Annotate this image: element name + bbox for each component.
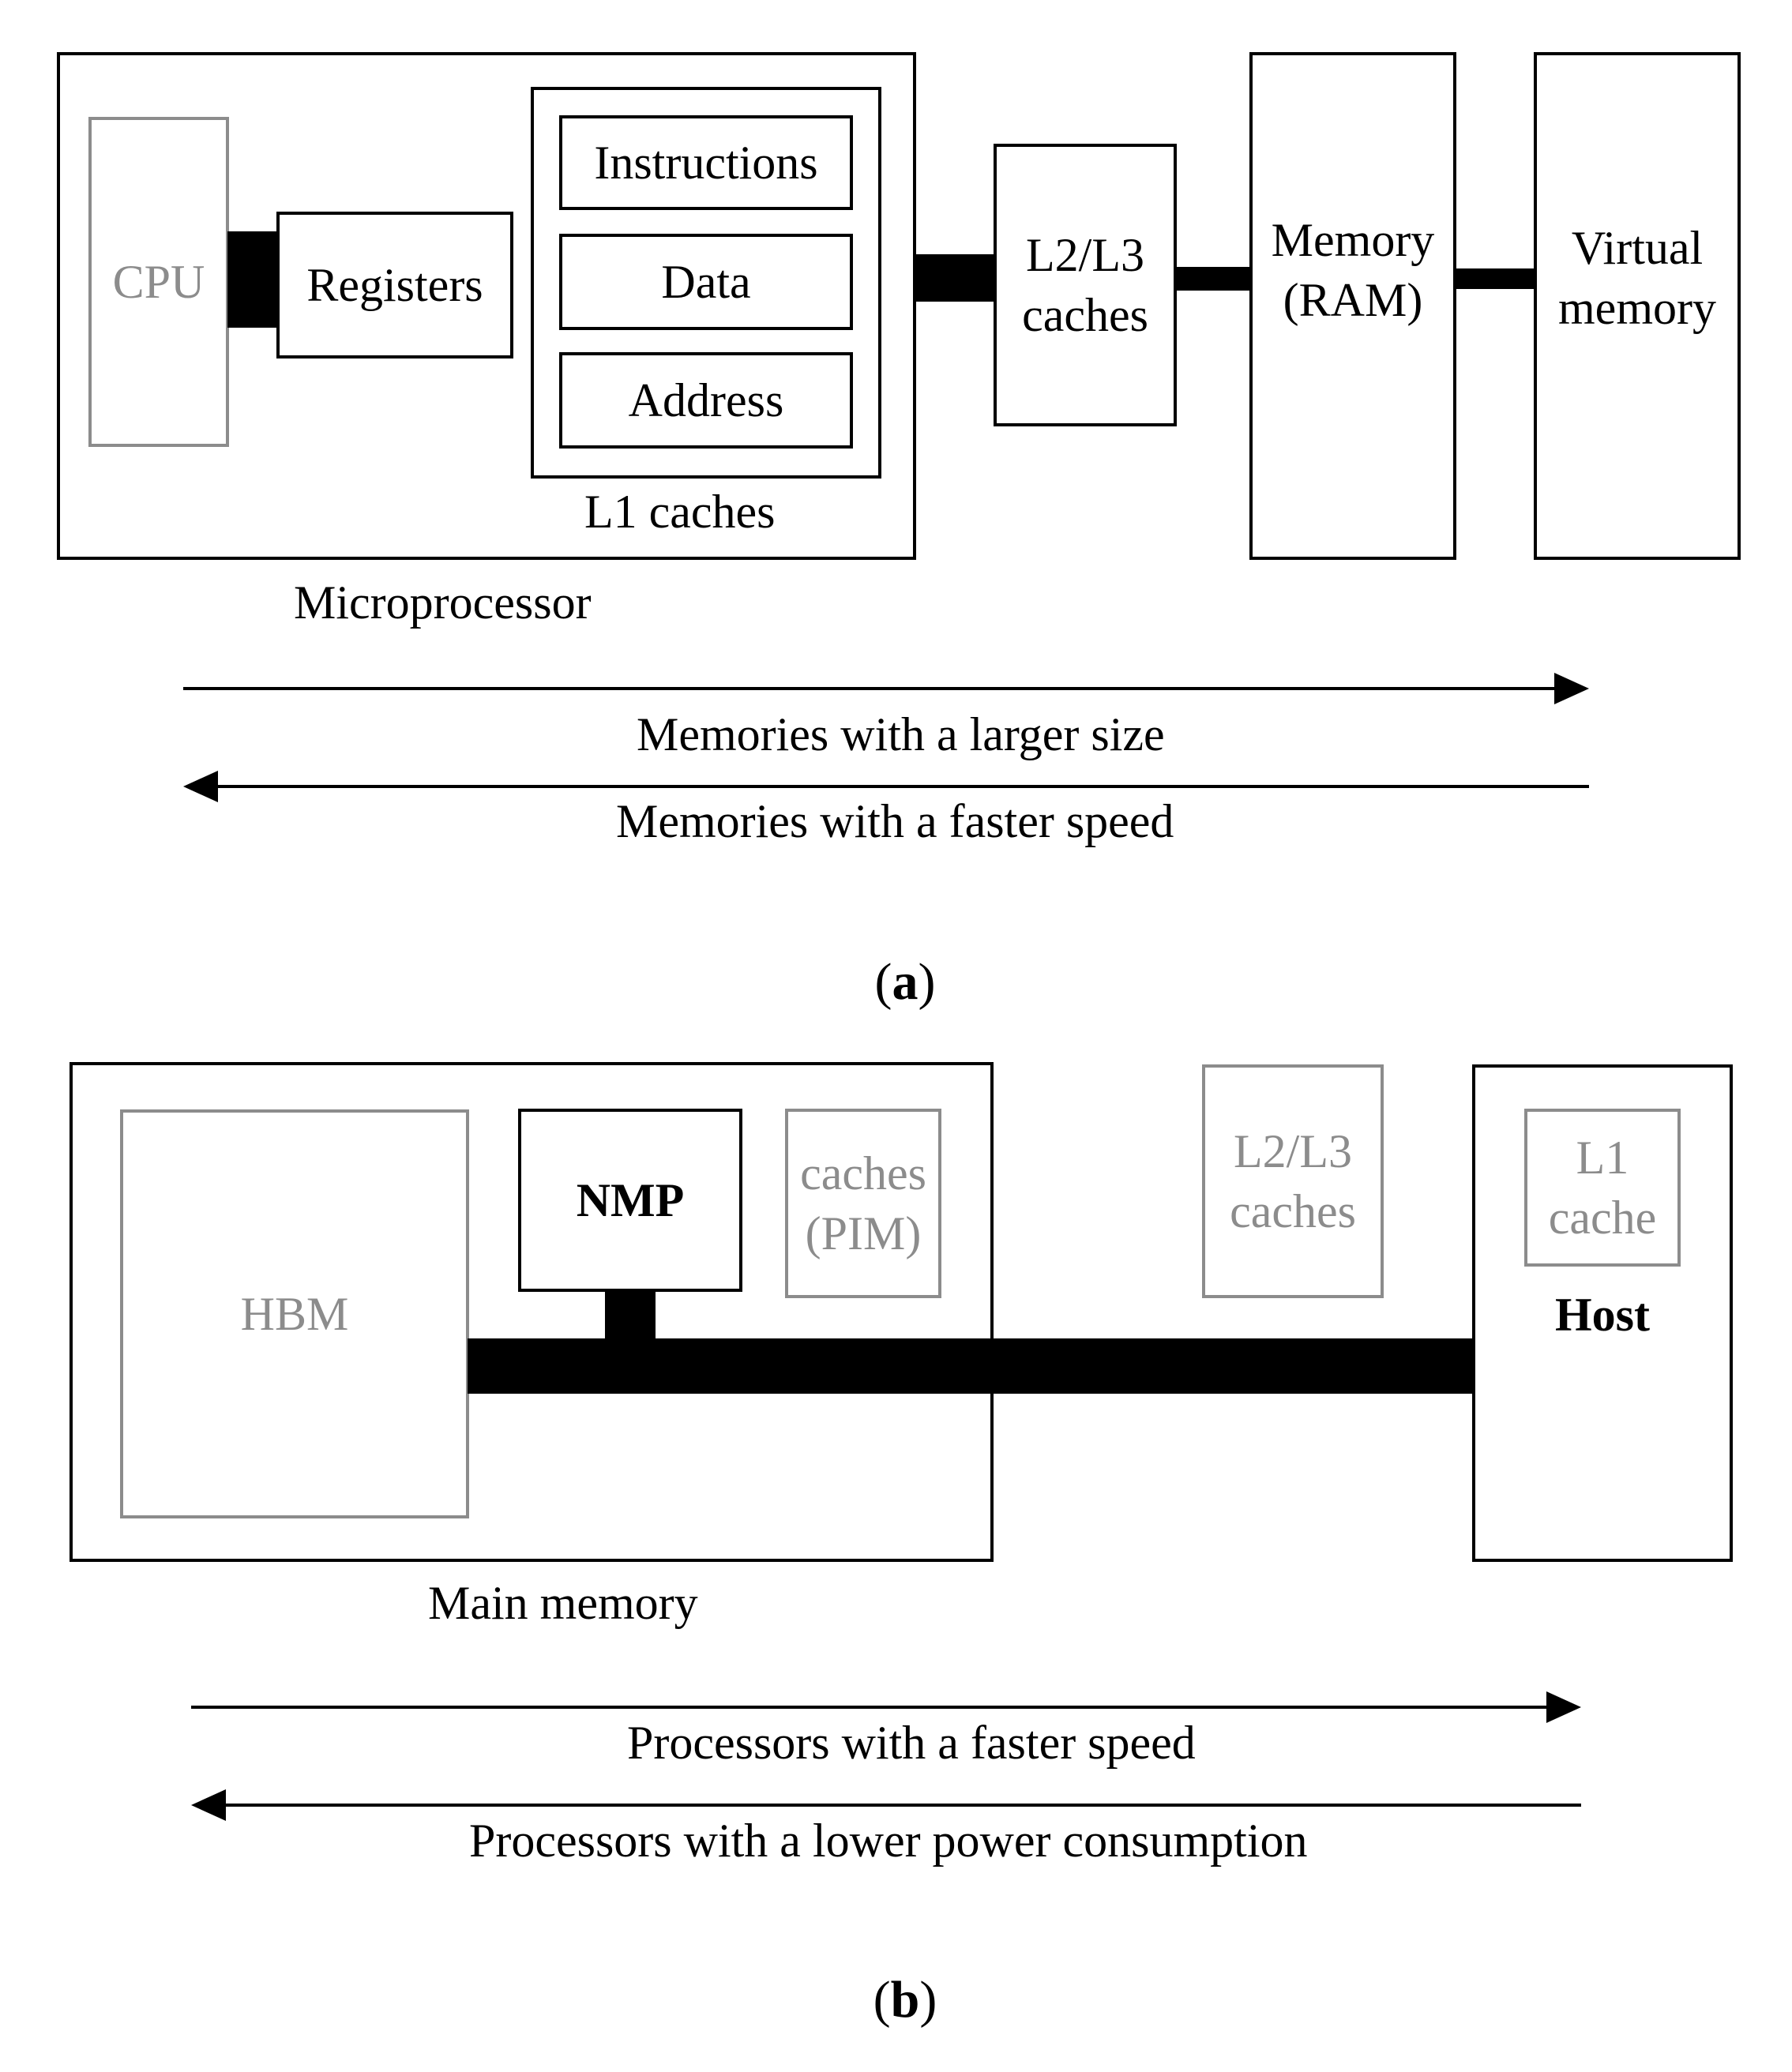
l1-instructions-label: Instructions <box>594 137 818 189</box>
l2l3-label-a: L2/L3 caches <box>1022 229 1148 341</box>
micro-l2-connector <box>915 254 995 302</box>
l1-instructions-box <box>559 115 853 210</box>
pim-caches-box <box>785 1109 941 1298</box>
cpu-label: CPU <box>112 256 205 308</box>
l1-address-label: Address <box>628 374 784 426</box>
l1-caches-label: L1 caches <box>584 486 776 538</box>
pim-caches-label: caches (PIM) <box>800 1147 926 1259</box>
l1-cache-box-b <box>1524 1109 1681 1267</box>
memory-label: Memory (RAM) <box>1271 214 1435 326</box>
l1-data-box <box>559 234 853 330</box>
nmp-bus-connector <box>605 1290 656 1342</box>
arrow-right-label-a: Memories with a larger size <box>637 708 1165 760</box>
l1-data-label: Data <box>661 256 751 308</box>
hbm-box <box>120 1109 469 1518</box>
caption-a: (a) <box>874 953 936 1011</box>
arrow-left-b <box>191 1789 1581 1821</box>
caption-a-letter: a <box>892 953 919 1011</box>
arrow-right-b <box>191 1691 1581 1723</box>
memory-virtual-connector <box>1455 268 1535 289</box>
registers-box <box>276 212 513 358</box>
arrow-left-label-a: Memories with a faster speed <box>616 795 1174 847</box>
virtual-memory-label: Virtual memory <box>1558 222 1716 334</box>
l1-address-box <box>559 352 853 449</box>
arrow-right-a <box>183 673 1589 704</box>
host-box <box>1472 1064 1733 1562</box>
l2l3-box-b <box>1202 1064 1384 1298</box>
caption-b: (b) <box>873 1971 937 2029</box>
memory-host-bus <box>468 1338 1475 1394</box>
registers-label: Registers <box>306 259 483 311</box>
l1-cache-label-b: L1 cache <box>1548 1132 1657 1244</box>
microprocessor-label: Microprocessor <box>294 576 592 629</box>
l1-caches-box <box>531 87 881 479</box>
microprocessor-box <box>57 52 916 560</box>
virtual-memory-box <box>1534 52 1741 560</box>
l2l3-label-b: L2/L3 caches <box>1230 1125 1356 1237</box>
host-label: Host <box>1555 1289 1650 1341</box>
arrow-left-a <box>183 771 1589 802</box>
nmp-label: NMP <box>576 1174 685 1226</box>
main-memory-box <box>70 1062 994 1562</box>
hbm-label: HBM <box>240 1288 349 1340</box>
l2-memory-connector <box>1175 267 1251 291</box>
cpu-registers-connector <box>227 231 278 328</box>
main-memory-label: Main memory <box>428 1577 698 1629</box>
caption-b-letter: b <box>890 1971 920 2029</box>
memory-box <box>1249 52 1456 560</box>
arrow-left-label-b: Processors with a lower power consumptio… <box>469 1815 1308 1867</box>
arrow-right-label-b: Processors with a faster speed <box>627 1717 1196 1769</box>
